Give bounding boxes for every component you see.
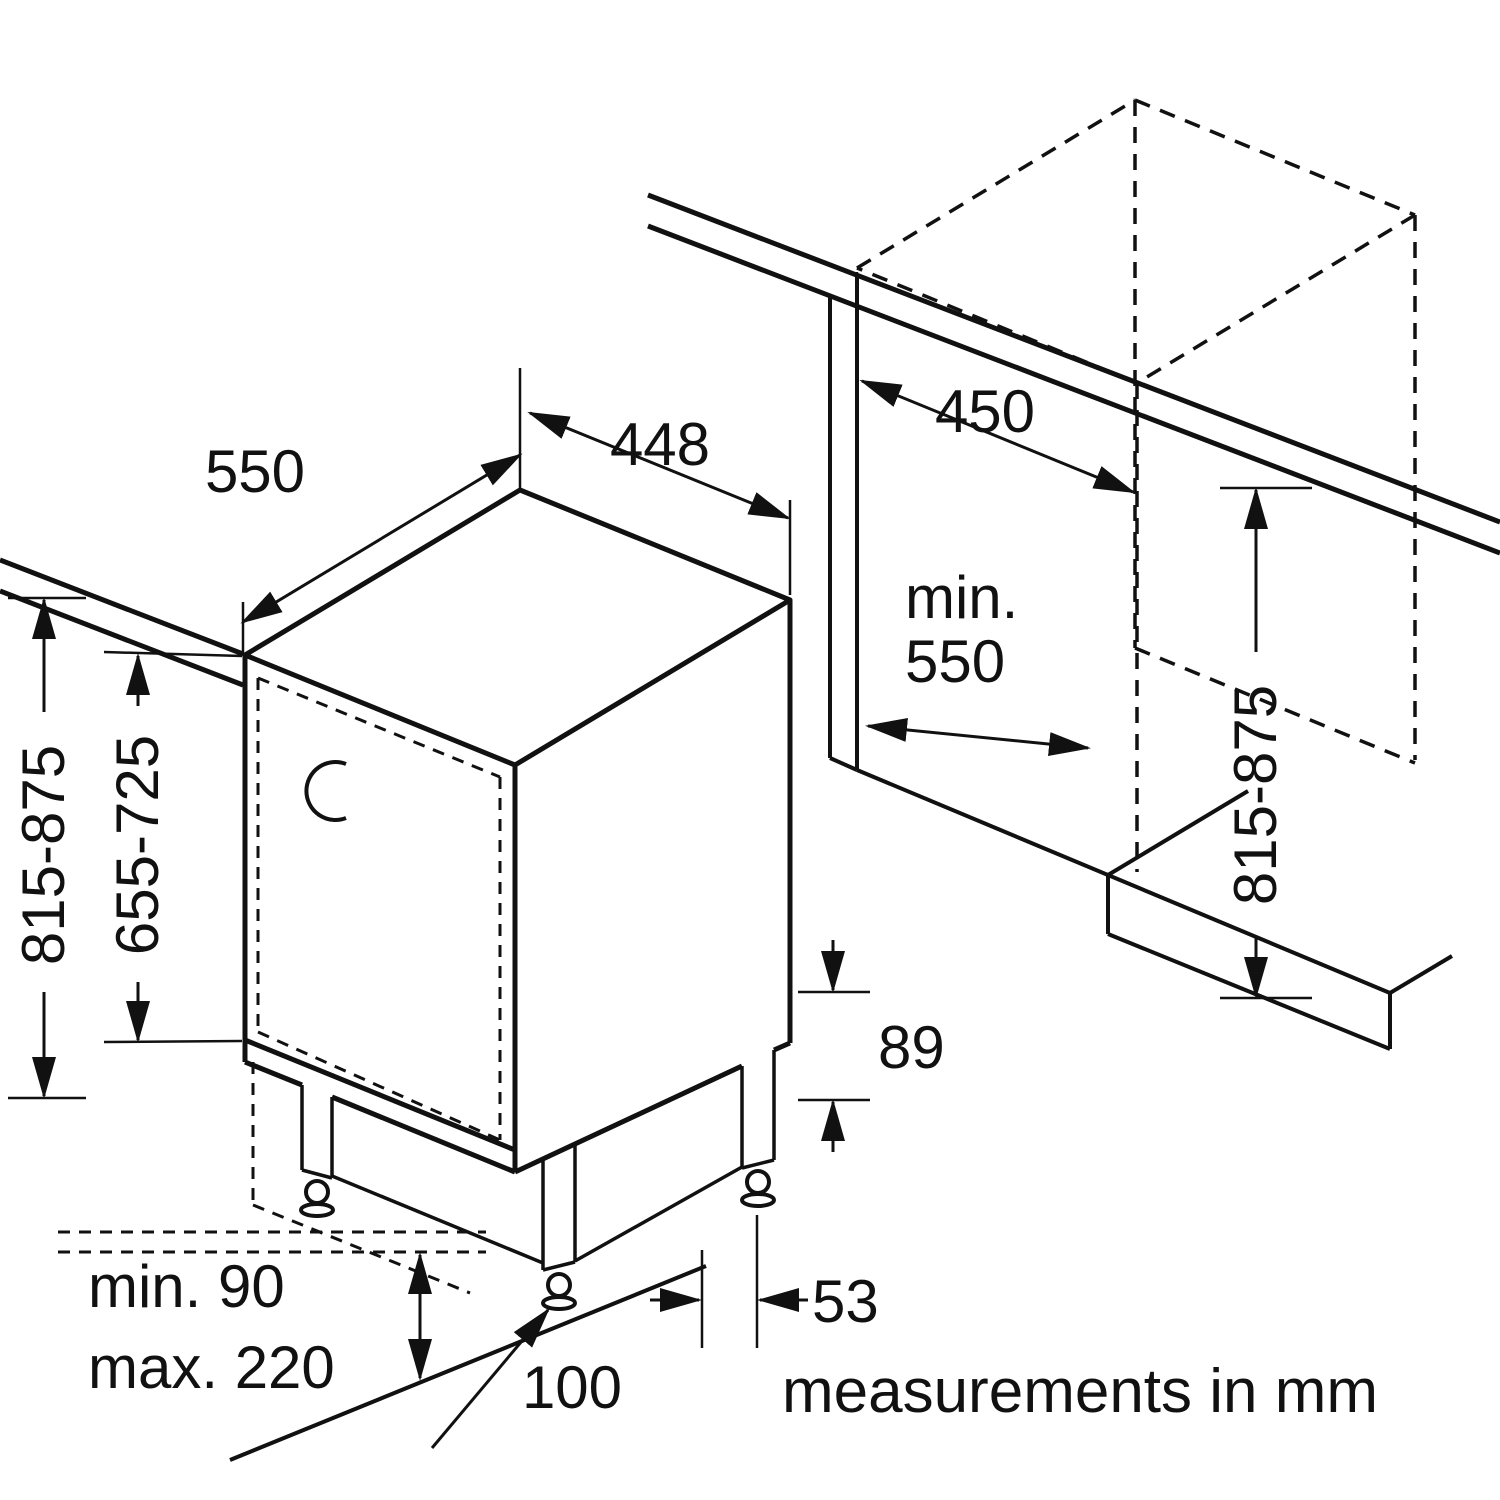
dim-foot-side-label: 53 (812, 1268, 879, 1335)
door-panel-dashed (251, 676, 502, 1295)
dim-overall-height-label: 815-875 (10, 745, 77, 965)
dim-niche-height-label: 815-875 (1222, 685, 1289, 905)
niche-cavity (856, 98, 1417, 872)
dim-foot-front-label: 100 (522, 1354, 622, 1421)
floor-and-plinth (58, 1230, 707, 1462)
adjustable-feet (299, 1050, 776, 1311)
dim-door-height-label: 655-725 (104, 735, 171, 955)
dim-width-label: 448 (610, 411, 710, 478)
dimension-labels: 550 448 450 min. 550 815-875 655-725 815… (10, 378, 1378, 1426)
dishwasher-faces (245, 490, 790, 1172)
dim-rear-base-label: 89 (878, 1014, 945, 1081)
niche-floor (856, 768, 1454, 1051)
dim-plinth-min-label: min. 90 (88, 1253, 285, 1320)
dim-niche-depth-min-label: min. (905, 564, 1018, 631)
cabinet-side-panel (828, 275, 859, 772)
dim-niche-width-label: 450 (935, 378, 1035, 445)
dim-niche-depth-value-label: 550 (905, 628, 1005, 695)
dim-depth-label: 550 (205, 438, 305, 505)
dim-plinth-max-label: max. 220 (88, 1334, 335, 1401)
dimension-lines (8, 272, 1312, 1449)
measurements-note: measurements in mm (782, 1357, 1378, 1426)
door-handle-icon (304, 760, 347, 822)
